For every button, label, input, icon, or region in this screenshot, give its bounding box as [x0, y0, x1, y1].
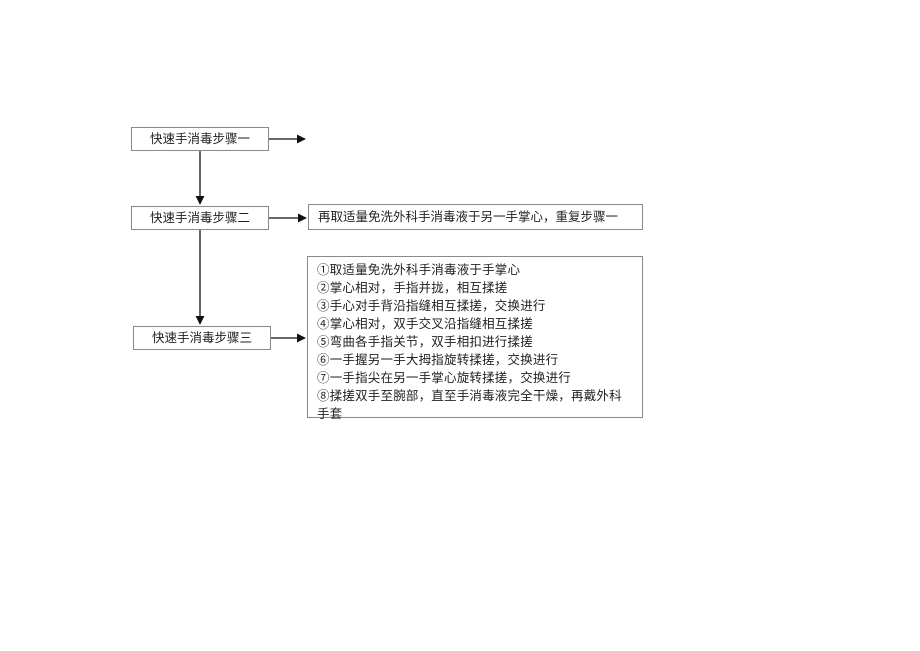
step-three-line-1: ①取适量免洗外科手消毒液于手掌心: [317, 262, 521, 277]
step-three-box: 快速手消毒步骤三: [133, 326, 271, 350]
step-three-line-9: 手套: [317, 406, 343, 421]
step-three-line-2: ②掌心相对，手指并拢，相互揉搓: [317, 280, 508, 295]
step-two-label: 快速手消毒步骤二: [149, 210, 250, 225]
step-two-note-box: 再取适量免洗外科手消毒液于另一手掌心，重复步骤一: [308, 204, 643, 230]
step-three-line-6: ⑥一手握另一手大拇指旋转揉搓，交换进行: [317, 352, 559, 367]
step-three-note-box: ①取适量免洗外科手消毒液于手掌心 ②掌心相对，手指并拢，相互揉搓 ③手心对手背沿…: [307, 256, 643, 421]
step-one-box: 快速手消毒步骤一: [131, 127, 269, 151]
step-three-line-5: ⑤弯曲各手指关节，双手相扣进行揉搓: [317, 334, 533, 349]
step-three-line-3: ③手心对手背沿指缝相互揉搓，交换进行: [317, 298, 546, 313]
step-two-note-text: 再取适量免洗外科手消毒液于另一手掌心，重复步骤一: [318, 209, 619, 224]
step-two-box: 快速手消毒步骤二: [131, 206, 269, 230]
step-three-label: 快速手消毒步骤三: [151, 330, 252, 345]
step-three-line-4: ④掌心相对，双手交叉沿指缝相互揉搓: [317, 316, 533, 331]
step-one-label: 快速手消毒步骤一: [149, 131, 250, 146]
step-three-line-7: ⑦一手指尖在另一手掌心旋转揉搓，交换进行: [317, 370, 572, 385]
step-three-line-8: ⑧揉搓双手至腕部，直至手消毒液完全干燥，再戴外科: [317, 388, 622, 403]
